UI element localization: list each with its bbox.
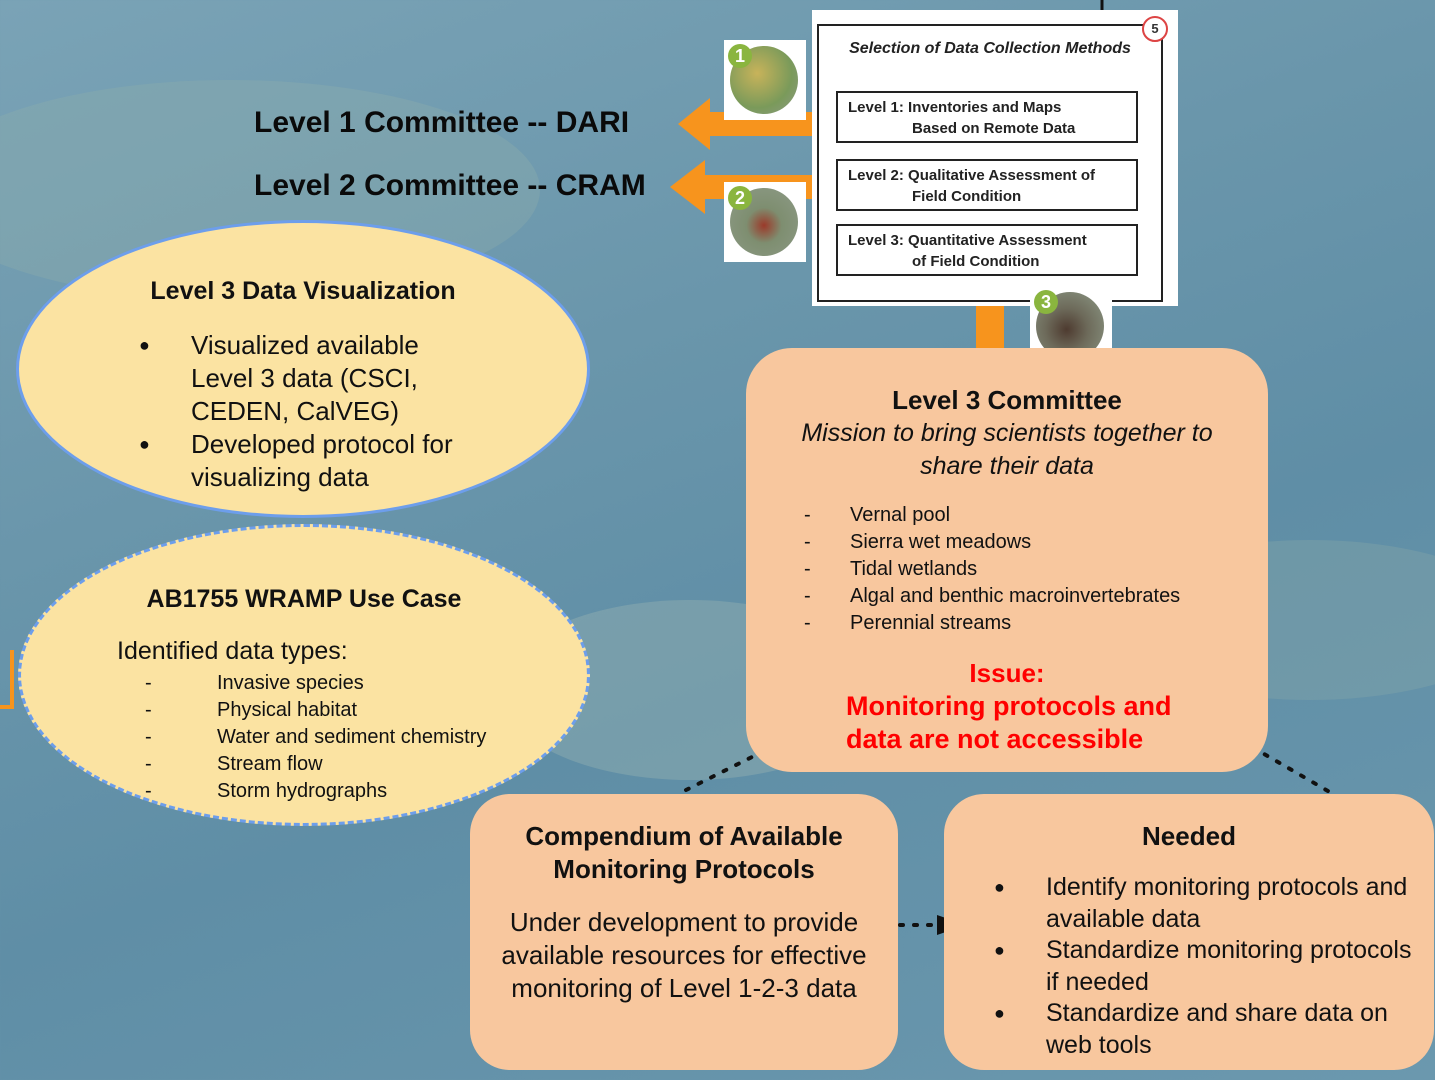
compendium-title: Compendium of Available Monitoring Proto… xyxy=(525,821,843,884)
visualization-title: Level 3 Data Visualization xyxy=(150,277,456,305)
method-level-2: Level 2: Qualitative Assessment of Field… xyxy=(836,159,1138,211)
compendium-body: Under development to provide available r… xyxy=(501,907,867,1003)
step-number-badge: 5 xyxy=(1142,16,1168,42)
level1-arrow xyxy=(678,98,826,150)
left-edge-bracket xyxy=(0,650,14,709)
badge-number: 2 xyxy=(728,186,752,210)
method-level-3: Level 3: Quantitative Assessment of Fiel… xyxy=(836,224,1138,276)
compendium-box: Compendium of Available Monitoring Proto… xyxy=(470,794,898,1070)
use-case-title: AB1755 WRAMP Use Case xyxy=(146,585,462,613)
list-item: Developed protocol for visualizing data xyxy=(139,428,479,494)
list-item: Storm hydrographs xyxy=(145,778,486,805)
method-level-line: Level 1: Inventories and Maps xyxy=(848,99,1062,116)
method-selection-title: Selection of Data Collection Methods xyxy=(849,40,1131,57)
issue-label: Issue: xyxy=(969,658,1045,688)
use-case-subtitle: Identified data types: xyxy=(117,637,348,665)
list-item: Sierra wet meadows xyxy=(804,529,1180,556)
badge-number: 3 xyxy=(1034,290,1058,314)
level3-committee-title: Level 3 Committee xyxy=(892,385,1122,415)
use-case-ellipse: AB1755 WRAMP Use Case Identified data ty… xyxy=(18,524,590,826)
needed-box: Needed Identify monitoring protocols and… xyxy=(944,794,1434,1070)
method-level-line: Level 3: Quantitative Assessment xyxy=(848,232,1087,249)
list-item: Invasive species xyxy=(145,670,486,697)
level2-badge: 2 xyxy=(724,182,806,262)
list-item: Stream flow xyxy=(145,751,486,778)
visualization-ellipse: Level 3 Data Visualization Visualized av… xyxy=(16,220,590,518)
list-item: Standardize and share data on web tools xyxy=(994,998,1414,1061)
needed-bullets: Identify monitoring protocols and availa… xyxy=(994,872,1414,1061)
use-case-items: Invasive species Physical habitat Water … xyxy=(145,670,486,805)
level1-badge: 1 xyxy=(724,40,806,120)
list-item: Visualized available Level 3 data (CSCI,… xyxy=(139,329,479,428)
issue-text: Monitoring protocols and data are not ac… xyxy=(846,691,1172,754)
method-level-line: Level 2: Qualitative Assessment of xyxy=(848,167,1096,184)
list-item: Perennial streams xyxy=(804,610,1180,637)
level3-committee-box: Level 3 Committee Mission to bring scien… xyxy=(746,348,1268,772)
list-item: Standardize monitoring protocols if need… xyxy=(994,935,1414,998)
level3-committee-mission: Mission to bring scientists together to … xyxy=(801,419,1213,480)
needed-title: Needed xyxy=(1142,821,1236,851)
badge-number: 1 xyxy=(728,44,752,68)
level1-committee-label: Level 1 Committee -- DARI xyxy=(254,106,630,139)
level3-committee-items: Vernal pool Sierra wet meadows Tidal wet… xyxy=(804,502,1180,637)
method-level-line: of Field Condition xyxy=(912,253,1040,270)
level2-committee-label: Level 2 Committee -- CRAM xyxy=(254,169,646,202)
visualization-bullets: Visualized available Level 3 data (CSCI,… xyxy=(139,329,479,494)
list-item: Identify monitoring protocols and availa… xyxy=(994,872,1414,935)
method-selection-frame: Selection of Data Collection Methods Lev… xyxy=(817,24,1163,302)
method-selection-panel: Selection of Data Collection Methods Lev… xyxy=(812,10,1178,306)
method-level-line: Based on Remote Data xyxy=(912,120,1076,137)
list-item: Vernal pool xyxy=(804,502,1180,529)
list-item: Algal and benthic macroinvertebrates xyxy=(804,583,1180,610)
list-item: Water and sediment chemistry xyxy=(145,724,486,751)
list-item: Physical habitat xyxy=(145,697,486,724)
method-level-1: Level 1: Inventories and Maps Based on R… xyxy=(836,91,1138,143)
method-level-line: Field Condition xyxy=(912,188,1022,205)
list-item: Tidal wetlands xyxy=(804,556,1180,583)
